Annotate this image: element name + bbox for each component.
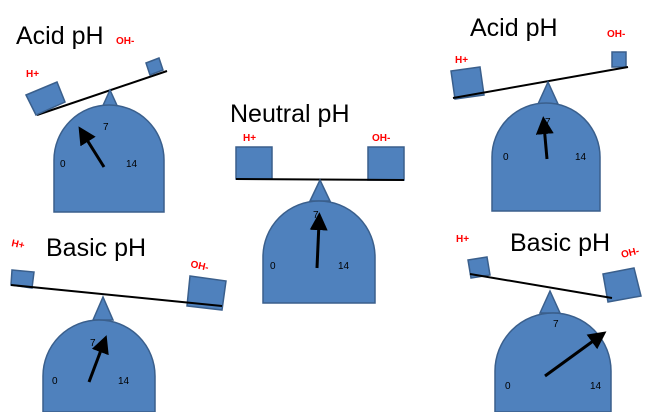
h-ion-label: H+ [456, 234, 469, 245]
gauge-needle [535, 116, 554, 160]
dial-min: 0 [505, 381, 511, 392]
scale-acid-top-right: Acid pH OH- H+ 7 0 14 [450, 14, 629, 212]
h-ion-label: H+ [243, 133, 256, 144]
title-oh-suffix: OH- [116, 36, 134, 47]
gauge-body [42, 319, 156, 412]
gauge-body [494, 312, 612, 412]
oh-ion-block [186, 275, 227, 311]
dial-mid: 7 [103, 122, 109, 133]
balance-beam [452, 66, 629, 99]
gauge-needle [309, 212, 328, 269]
dial-max: 14 [118, 376, 130, 387]
gauge-needle [544, 331, 607, 378]
oh-ion-label: OH- [189, 259, 209, 274]
dial-mid: 7 [545, 117, 551, 128]
scale-title: Acid pH [470, 14, 558, 42]
dial-max: 14 [126, 159, 138, 170]
h-ion-block [24, 81, 66, 116]
scale-title: Basic pH [46, 234, 146, 262]
dial-max: 14 [338, 261, 350, 272]
gauge-body [53, 104, 165, 213]
dial-mid: 7 [90, 338, 96, 349]
fulcrum [308, 178, 332, 202]
h-ion-label: H+ [455, 55, 468, 66]
oh-ion-block [602, 267, 642, 303]
dial-max: 14 [590, 381, 602, 392]
dial-min: 0 [503, 152, 509, 163]
scale-title: Acid pH [16, 22, 104, 50]
h-ion-label: H+ [26, 69, 39, 80]
h-ion-label: H+ [10, 238, 25, 252]
dial-mid: 7 [553, 319, 559, 330]
h-ion-block [467, 256, 491, 279]
scale-basic-bottom-left: Basic pH H+ OH- 7 0 14 [10, 234, 227, 412]
scale-title: Neutral pH [230, 100, 350, 128]
balance-beam [10, 284, 223, 307]
dial-max: 14 [575, 152, 587, 163]
scale-acid-top-left: Acid pH OH- H+ 7 0 14 [16, 22, 168, 213]
scale-neutral-center: Neutral pH H+ OH- 7 0 14 [230, 100, 405, 304]
balance-beam [469, 273, 613, 299]
scale-basic-bottom-right: Basic pH H+ OH- 7 0 14 [456, 229, 642, 412]
h-ion-block [450, 66, 485, 100]
fulcrum [538, 289, 562, 314]
dial-min: 0 [52, 376, 58, 387]
gauge-needle [87, 335, 109, 383]
balance-beam [36, 70, 168, 116]
fulcrum [91, 295, 115, 321]
fulcrum [536, 80, 560, 105]
oh-ion-label: OH- [607, 29, 625, 40]
oh-ion-block [145, 57, 164, 76]
dial-min: 0 [60, 159, 66, 170]
oh-ion-block [367, 146, 405, 181]
oh-ion-label: OH- [620, 246, 640, 261]
dial-min: 0 [270, 261, 276, 272]
gauge-needle [78, 126, 106, 168]
h-ion-block [235, 146, 273, 180]
oh-ion-label: OH- [372, 133, 390, 144]
oh-ion-block [611, 51, 627, 68]
scale-title: Basic pH [510, 229, 610, 257]
